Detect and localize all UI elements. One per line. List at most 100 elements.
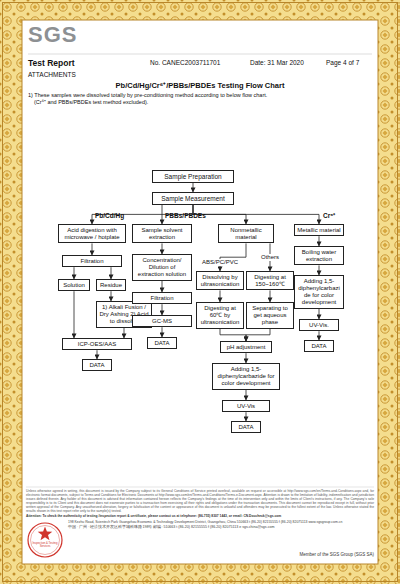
note-text: 1) These samples were dissolved totally …: [28, 92, 372, 99]
flow-arrow: [74, 267, 75, 279]
flow-arrow: [220, 243, 246, 271]
box-text: Sample solvent extraction: [135, 227, 189, 241]
flow-arrow: [220, 329, 246, 341]
branch-label: Cr⁶⁺: [323, 212, 353, 220]
box-text: Nonmetallic material: [221, 227, 271, 241]
flow-arrow: [319, 309, 320, 319]
report-heading: Test Report: [28, 58, 128, 68]
process-box: DATA: [147, 337, 177, 349]
flow-arrow: [246, 390, 247, 400]
process-box: Separating to get aqueous phase: [246, 302, 294, 329]
flow-arrow: [193, 183, 194, 192]
report-number: No. CANEC2003711701: [150, 59, 250, 67]
box-text: GC-MS: [135, 318, 189, 325]
process-box: Digesting at 60℃ by ultrasonication: [196, 302, 244, 329]
box-text: Adding 1,5-diphenylcarbazide for color d…: [297, 278, 341, 307]
flow-arrow: [162, 304, 163, 315]
box-text: Sample Preparation: [155, 173, 231, 181]
box-text: Separating to get aqueous phase: [249, 305, 291, 327]
branch-label: Pb/Cd/Hg: [95, 212, 135, 220]
flow-arrow: [246, 412, 247, 421]
edge-label: Others: [260, 254, 280, 261]
box-text: Residue: [99, 282, 123, 289]
box-text: DATA: [234, 424, 258, 431]
process-box: Boiling water extraction: [294, 246, 344, 265]
flow-arrow: [124, 328, 125, 338]
process-box: DATA: [82, 359, 112, 371]
box-text: Filtration: [135, 295, 189, 302]
page-number: Page 4 of 7: [326, 59, 374, 67]
section-heading: ATTACHMENTS: [28, 71, 148, 79]
box-text: DATA: [150, 340, 174, 347]
flow-arrow: [162, 205, 163, 224]
process-box: Acid digestion with microwave / hotplate: [58, 224, 126, 243]
report-date: Date: 31 Mar 2020: [250, 59, 330, 67]
chart-title: Pb/Cd/Hg/Cr⁶⁺/PBBs/PBDEs Testing Flow Ch…: [40, 81, 360, 90]
process-box: Sample Measurement: [152, 192, 234, 205]
box-text: UV-Vis: [225, 403, 267, 410]
process-box: DATA: [304, 340, 334, 352]
process-box: Dissolving by ultrasonication: [196, 271, 244, 290]
process-box: pH adjustment: [220, 341, 272, 353]
box-text: Concentration/ Dilution of extraction so…: [135, 257, 189, 279]
flow-arrow: [246, 353, 247, 363]
flow-arrow: [270, 290, 271, 302]
box-text: Sample Measurement: [155, 195, 231, 203]
branch-label: PBBs/PBDEs: [165, 212, 215, 220]
box-text: Digesting at 60℃ by ultrasonication: [199, 305, 241, 327]
company-logo: SGS: [28, 24, 118, 46]
edge-label: ABS/PC/PVC: [201, 259, 239, 266]
box-text: Metallic material: [297, 227, 341, 234]
flow-arrow: [193, 205, 319, 224]
box-text: Filtration: [65, 258, 119, 265]
authenticity-note: Attention: To check the authenticity of …: [26, 515, 374, 519]
disclaimer-text: Unless otherwise agreed in writing, this…: [26, 490, 374, 514]
flow-arrow: [319, 265, 320, 275]
process-box: Filtration: [62, 255, 122, 267]
process-box: Filtration: [132, 292, 192, 304]
process-box: Solution: [58, 279, 90, 291]
box-text: DATA: [307, 343, 331, 350]
box-text: Adding 1,5-diphenylcarbazide for color d…: [215, 366, 277, 388]
process-box: Digesting at 150~160℃: [246, 271, 294, 290]
process-box: UV-Vis.: [299, 319, 339, 331]
process-box: DATA: [231, 421, 261, 433]
process-box: Adding 1,5-diphenylcarbazide for color d…: [294, 275, 344, 309]
flow-arrow: [97, 350, 98, 359]
flow-arrow: [246, 329, 270, 341]
process-box: UV-Vis: [222, 400, 270, 412]
box-text: UV-Vis.: [302, 322, 336, 329]
process-box: Concentration/ Dilution of extraction so…: [132, 254, 192, 281]
box-text: Digesting at 150~160℃: [249, 274, 291, 288]
process-box: GC-MS: [132, 315, 192, 327]
box-text: DATA: [85, 362, 109, 369]
company-address: 中国 · 广州 · 经济技术开发区科学城科珠路198号 邮编: 510663 t…: [68, 525, 374, 529]
flow-arrow: [111, 267, 112, 279]
flow-arrow: [74, 291, 75, 338]
box-text: Acid digestion with microwave / hotplate: [61, 227, 123, 241]
process-box: Residue: [96, 279, 126, 291]
box-text: Dissolving by ultrasonication: [199, 274, 241, 288]
flow-arrow: [111, 291, 112, 301]
group-member-note: Member of the SGS Group (SGS SA): [250, 552, 374, 557]
process-box: Sample solvent extraction: [132, 224, 192, 243]
process-box: Nonmetallic material: [218, 224, 274, 243]
process-box: Sample Preparation: [152, 170, 234, 183]
box-text: ICP-OES/AAS: [65, 341, 129, 348]
flow-arrow: [162, 281, 163, 292]
box-text: Boiling water extraction: [297, 249, 341, 263]
note-text: (Cr⁶⁺ and PBBs/PBDEs test method exclude…: [34, 99, 372, 106]
flow-arrow: [220, 290, 221, 302]
box-text: Solution: [61, 282, 87, 289]
process-box: Adding 1,5-diphenylcarbazide for color d…: [212, 363, 280, 390]
flow-arrow: [92, 243, 93, 255]
company-stamp: [28, 523, 62, 557]
process-box: ICP-OES/AAS: [62, 338, 132, 350]
stamp-text: Inspection & Testing Services: [30, 542, 60, 549]
flow-arrow: [162, 243, 163, 254]
flow-arrow: [319, 236, 320, 246]
box-text: pH adjustment: [223, 344, 269, 351]
flow-arrow: [162, 327, 163, 337]
company-address: 198 Kezhu Road, Scientech Park Guangzhou…: [68, 520, 374, 524]
